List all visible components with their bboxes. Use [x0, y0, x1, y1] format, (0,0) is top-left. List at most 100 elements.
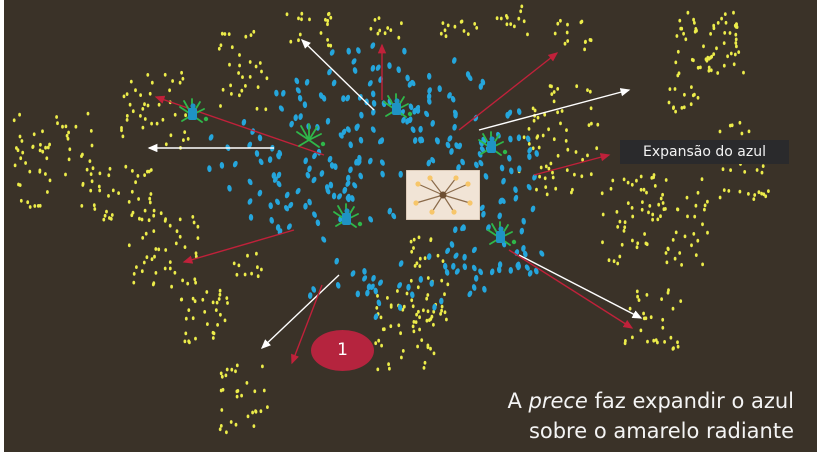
- yellow-dot: [183, 245, 187, 250]
- blue-dot: [471, 246, 477, 254]
- yellow-dot: [230, 367, 234, 372]
- blue-dot: [288, 201, 294, 209]
- yellow-dot: [716, 21, 720, 25]
- blue-dot: [430, 120, 435, 127]
- yellow-dot: [327, 43, 330, 48]
- yellow-dot: [720, 16, 723, 21]
- yellow-dot: [130, 213, 134, 218]
- yellow-dot: [147, 218, 151, 223]
- yellow-dot: [409, 239, 413, 244]
- blue-dot: [445, 141, 451, 149]
- yellow-dot: [150, 80, 154, 85]
- blue-dot: [367, 157, 373, 165]
- yellow-dot: [376, 294, 379, 298]
- yellow-dot: [405, 291, 409, 296]
- yellow-dot: [24, 161, 27, 165]
- yellow-dot: [19, 156, 23, 161]
- blue-dot: [307, 198, 312, 206]
- yellow-dot: [652, 338, 656, 343]
- blue-dot: [450, 95, 456, 103]
- yellow-dot: [89, 172, 93, 177]
- blue-dot: [277, 149, 283, 157]
- yellow-dot: [134, 88, 137, 93]
- yellow-dot: [586, 153, 589, 158]
- white-arrow: [300, 39, 375, 111]
- yellow-dot: [552, 90, 556, 94]
- white-arrow: [478, 88, 631, 131]
- yellow-dot: [252, 29, 256, 34]
- red-arrow: [458, 52, 559, 131]
- yellow-dot: [544, 164, 548, 169]
- yellow-dot: [97, 184, 101, 189]
- yellow-dot: [661, 201, 665, 205]
- blue-dot: [401, 116, 406, 124]
- blue-dot: [315, 219, 321, 227]
- yellow-dot: [289, 39, 293, 44]
- yellow-dot: [235, 394, 239, 399]
- yellow-dot: [707, 68, 711, 73]
- yellow-dot: [648, 204, 652, 208]
- yellow-dot: [186, 281, 190, 286]
- yellow-dot: [388, 366, 391, 371]
- blue-dot: [513, 194, 519, 202]
- yellow-dot: [556, 21, 560, 26]
- blue-dot: [396, 66, 401, 74]
- blue-dot: [479, 204, 485, 211]
- yellow-dot: [414, 320, 418, 324]
- yellow-dot: [565, 168, 569, 173]
- yellow-dot: [89, 188, 93, 193]
- blue-dot: [534, 150, 539, 157]
- yellow-dot: [326, 18, 330, 23]
- yellow-dot: [583, 47, 586, 52]
- yellow-dot: [622, 229, 626, 233]
- yellow-dot: [556, 87, 560, 91]
- blue-dot: [447, 135, 453, 142]
- yellow-dot: [560, 109, 564, 113]
- yellow-dot: [426, 309, 430, 314]
- yellow-dot: [173, 112, 177, 117]
- blue-dot: [532, 173, 537, 181]
- blue-dot: [302, 101, 308, 109]
- blue-dot: [345, 174, 351, 182]
- yellow-dot: [616, 225, 620, 229]
- praying-figure-icon: [487, 136, 496, 153]
- yellow-dot: [153, 254, 156, 259]
- blue-dot: [362, 268, 367, 275]
- yellow-dot: [662, 207, 666, 212]
- yellow-dot: [718, 129, 722, 134]
- yellow-dot: [418, 327, 421, 332]
- yellow-dot: [254, 64, 258, 69]
- yellow-dot: [649, 315, 653, 320]
- blue-dot: [258, 158, 264, 166]
- blue-dot: [405, 117, 410, 125]
- yellow-dot: [432, 322, 435, 327]
- yellow-dot: [588, 38, 592, 42]
- blue-dot: [452, 123, 457, 131]
- yellow-dot: [382, 327, 386, 332]
- blue-dot: [307, 165, 312, 173]
- yellow-dot: [143, 173, 147, 178]
- yellow-dot: [159, 211, 163, 216]
- blue-dot: [268, 202, 273, 210]
- yellow-dot: [616, 261, 620, 266]
- yellow-dot: [636, 241, 640, 246]
- yellow-dot: [194, 254, 198, 259]
- blue-dot: [451, 262, 456, 270]
- blue-dot: [247, 141, 253, 149]
- blue-dot: [481, 210, 486, 218]
- blue-dot: [354, 158, 359, 166]
- blue-dot: [357, 154, 362, 162]
- yellow-dot: [225, 367, 229, 372]
- yellow-dot: [680, 106, 684, 110]
- yellow-dot: [32, 132, 36, 137]
- yellow-dot: [111, 188, 115, 193]
- blue-dot: [328, 181, 334, 189]
- blue-dot: [294, 77, 300, 85]
- yellow-dot: [699, 65, 702, 70]
- blue-dot: [370, 126, 376, 133]
- blue-dot: [321, 94, 327, 102]
- yellow-dot: [141, 125, 145, 130]
- blue-dot: [345, 126, 351, 133]
- blue-dot: [471, 264, 477, 272]
